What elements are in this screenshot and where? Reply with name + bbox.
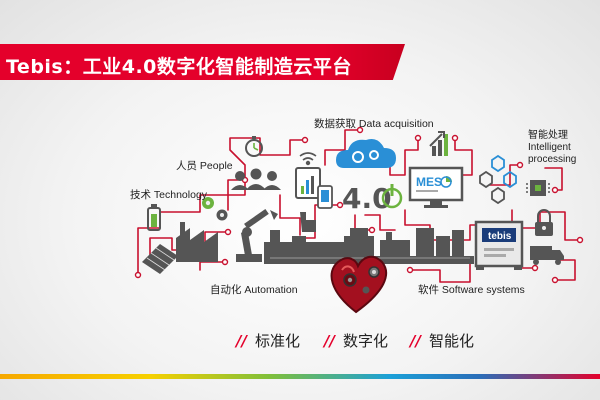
hand-pointer-icon	[300, 212, 316, 232]
tebis-logo: tebis	[488, 231, 512, 242]
slogan-text: 数字化	[342, 332, 388, 350]
slogan-mark: //	[324, 332, 335, 350]
slogan-mark: //	[236, 332, 247, 350]
wifi-icon	[299, 152, 317, 166]
label-intelligent-line3: processing	[528, 154, 577, 165]
page-title: Tebis：工业4.0数字化智能制造云平台	[6, 56, 352, 78]
slogan-mark: //	[410, 332, 421, 350]
label-intelligent-processing: 智能处理 Intelligent processing	[528, 130, 576, 166]
industry-40-icon: 4.0	[342, 182, 403, 215]
truck-icon	[530, 246, 564, 265]
robot-arm-icon	[236, 208, 278, 262]
cloud-gears-icon	[336, 139, 396, 168]
slogan-text: 标准化	[254, 332, 300, 350]
tebis-machine-icon: tebis	[474, 220, 524, 270]
label-data-acquisition: 数据获取 Data acquisition	[314, 118, 434, 130]
tablet-chart-icon	[295, 167, 321, 199]
stopwatch-icon	[245, 136, 263, 157]
factory-icon	[176, 222, 218, 262]
label-technology: 技术 Technology	[130, 189, 208, 201]
mes-monitor-icon: MES	[408, 166, 464, 208]
padlock-icon	[535, 209, 553, 236]
label-intelligent-line1: 智能处理	[528, 130, 568, 141]
circuit-nodes	[134, 126, 584, 284]
hexagon-network-icon	[479, 154, 517, 205]
slogan-standardization: // 标准化	[236, 330, 300, 351]
solar-panel-icon	[142, 244, 178, 274]
mes-label: MES	[416, 175, 442, 189]
title-banner: Tebis：工业4.0数字化智能制造云平台	[0, 44, 405, 80]
growth-arrow-icon	[429, 131, 448, 156]
smartphone-icon	[317, 185, 333, 209]
mechanical-heart-icon	[330, 255, 387, 314]
slogan-intelligentization: // 智能化	[410, 330, 474, 351]
label-automation: 自动化 Automation	[210, 284, 298, 296]
label-software-systems: 软件 Software systems	[418, 284, 525, 296]
slogan-digitalization: // 数字化	[324, 330, 388, 351]
people-icon	[231, 168, 281, 190]
battery-icon	[147, 204, 161, 231]
label-people: 人员 People	[176, 160, 233, 172]
slogan-text: 智能化	[428, 332, 474, 350]
processor-chip-icon	[526, 180, 550, 196]
label-intelligent-line2: Intelligent	[528, 142, 571, 153]
gears-icon	[202, 197, 228, 221]
color-stripe	[0, 374, 600, 379]
